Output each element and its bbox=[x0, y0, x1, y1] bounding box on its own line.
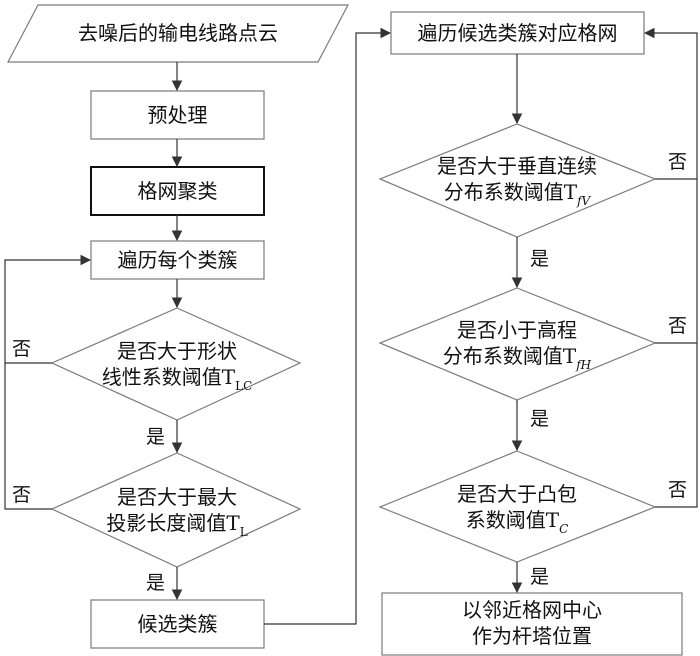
max-projection-text: 投影长度阈值T bbox=[106, 511, 240, 535]
yes-label-elevation: 是 bbox=[530, 408, 550, 430]
shape-linearity-line2: 线性系数阈值TLC bbox=[72, 364, 282, 399]
convex-hull-text: 系数阈值T bbox=[465, 508, 560, 532]
convex-hull-line2: 系数阈值TC bbox=[402, 507, 632, 542]
elevation-distribution-subscript: fH bbox=[576, 358, 592, 372]
vertical-continuity-line2: 分布系数阈值TfV bbox=[402, 179, 632, 214]
elevation-distribution-text: 分布系数阈值T bbox=[442, 344, 577, 368]
no-label-projection: 否 bbox=[12, 484, 32, 506]
vertical-continuity-text: 分布系数阈值T bbox=[443, 180, 578, 204]
vertical-continuity-subscript: fV bbox=[577, 194, 591, 208]
convex-hull-line1: 是否大于凸包 bbox=[457, 482, 577, 506]
shape-linearity-line1: 是否大于形状 bbox=[117, 339, 237, 363]
tower-location-line2: 作为杆塔位置 bbox=[472, 624, 592, 648]
input-parallelogram bbox=[7, 4, 349, 63]
yes-label-convex: 是 bbox=[530, 566, 550, 588]
convex-hull-label: 是否大于凸包 系数阈值TC bbox=[402, 481, 632, 542]
max-projection-label: 是否大于最大 投影长度阈值TL bbox=[72, 484, 282, 545]
candidate-clusters-label: 候选类簇 bbox=[137, 612, 218, 636]
grid-clustering-label: 格网聚类 bbox=[137, 179, 218, 203]
preprocess-label: 预处理 bbox=[147, 103, 208, 127]
elevation-distribution-label: 是否小于高程 分布系数阈值TfH bbox=[402, 317, 632, 378]
no-label-elevation: 否 bbox=[668, 315, 688, 337]
no-label-convex: 否 bbox=[668, 479, 688, 501]
shape-linearity-label: 是否大于形状 线性系数阈值TLC bbox=[72, 338, 282, 399]
convex-hull-subscript: C bbox=[559, 522, 569, 536]
vertical-continuity-label: 是否大于垂直连续 分布系数阈值TfV bbox=[402, 153, 632, 214]
max-projection-line2: 投影长度阈值TL bbox=[72, 510, 282, 545]
tower-location-label: 以邻近格网中心 作为杆塔位置 bbox=[382, 597, 682, 649]
no-branch-projection bbox=[4, 363, 52, 510]
no-label-shape: 否 bbox=[12, 338, 32, 360]
tower-location-box bbox=[381, 592, 683, 656]
loop-back-left bbox=[4, 254, 92, 364]
shape-linearity-text: 线性系数阈值T bbox=[101, 365, 236, 389]
traverse-clusters-label: 遍历每个类簇 bbox=[117, 248, 238, 272]
no-branch-convex bbox=[655, 343, 698, 508]
no-label-vertical: 否 bbox=[668, 151, 688, 173]
input-label: 去噪后的输电线路点云 bbox=[78, 21, 278, 45]
yes-label-vertical: 是 bbox=[530, 248, 550, 270]
yes-label-projection: 是 bbox=[146, 572, 166, 594]
elevation-distribution-line2: 分布系数阈值TfH bbox=[402, 343, 632, 378]
traverse-clusters-box bbox=[90, 240, 265, 280]
max-projection-line1: 是否大于最大 bbox=[117, 485, 237, 509]
vertical-continuity-line1: 是否大于垂直连续 bbox=[437, 154, 597, 178]
traverse-grids-label: 遍历候选类簇对应格网 bbox=[417, 21, 618, 45]
yes-label-shape: 是 bbox=[146, 426, 166, 448]
shape-linearity-subscript: LC bbox=[235, 379, 253, 393]
max-projection-subscript: L bbox=[239, 525, 248, 539]
arrow-candidates-to-grids bbox=[264, 27, 392, 625]
elevation-distribution-line1: 是否小于高程 bbox=[457, 318, 577, 342]
tower-location-line1: 以邻近格网中心 bbox=[462, 598, 602, 622]
preprocess-box bbox=[90, 90, 265, 140]
loop-back-right bbox=[643, 27, 698, 180]
traverse-grids-box bbox=[390, 11, 645, 55]
